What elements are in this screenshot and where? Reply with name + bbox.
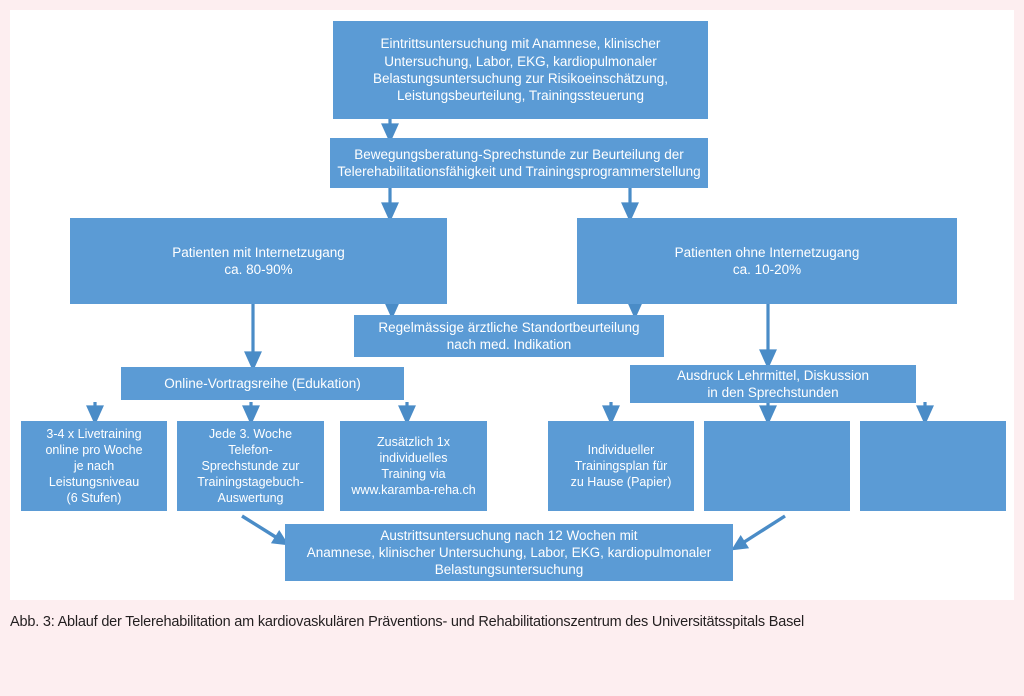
node-patients-without-internet[interactable]: Patienten ohne Internetzugang ca. 10-20%	[577, 218, 957, 304]
node-exercise-consultation[interactable]: Bewegungsberatung-Sprechstunde zur Beurt…	[330, 138, 708, 188]
node-online-lecture-series[interactable]: Online-Vortragsreihe (Edukation)	[121, 367, 404, 400]
figure-caption: Abb. 3: Ablauf der Telerehabilitation am…	[10, 614, 805, 630]
connector-right-group-to-exit	[731, 514, 786, 551]
connector-left-group-to-exit	[241, 514, 289, 546]
node-intake-examination[interactable]: Eintrittsuntersuchung mit Anamnese, klin…	[333, 21, 708, 119]
node-printed-material[interactable]: Ausdruck Lehrmittel, Diskussion in den S…	[630, 365, 916, 403]
node-home-training-plan[interactable]: Individueller Trainingsplan für zu Hause…	[548, 421, 694, 511]
node-regular-medical-review[interactable]: Regelmässige ärztliche Standortbeurteilu…	[354, 315, 664, 357]
node-patients-with-internet[interactable]: Patienten mit Internetzugang ca. 80-90%	[70, 218, 447, 304]
node-blank-box-1[interactable]	[704, 421, 850, 511]
node-individual-training[interactable]: Zusätzlich 1x individuelles Training via…	[340, 421, 487, 511]
node-live-training[interactable]: 3-4 x Livetraining online pro Woche je n…	[21, 421, 167, 511]
node-exit-examination[interactable]: Austrittsuntersuchung nach 12 Wochen mit…	[285, 524, 733, 581]
flowchart-canvas: Eintrittsuntersuchung mit Anamnese, klin…	[10, 10, 1014, 600]
node-blank-box-2[interactable]	[860, 421, 1006, 511]
node-phone-consultation[interactable]: Jede 3. Woche Telefon- Sprechstunde zur …	[177, 421, 324, 511]
